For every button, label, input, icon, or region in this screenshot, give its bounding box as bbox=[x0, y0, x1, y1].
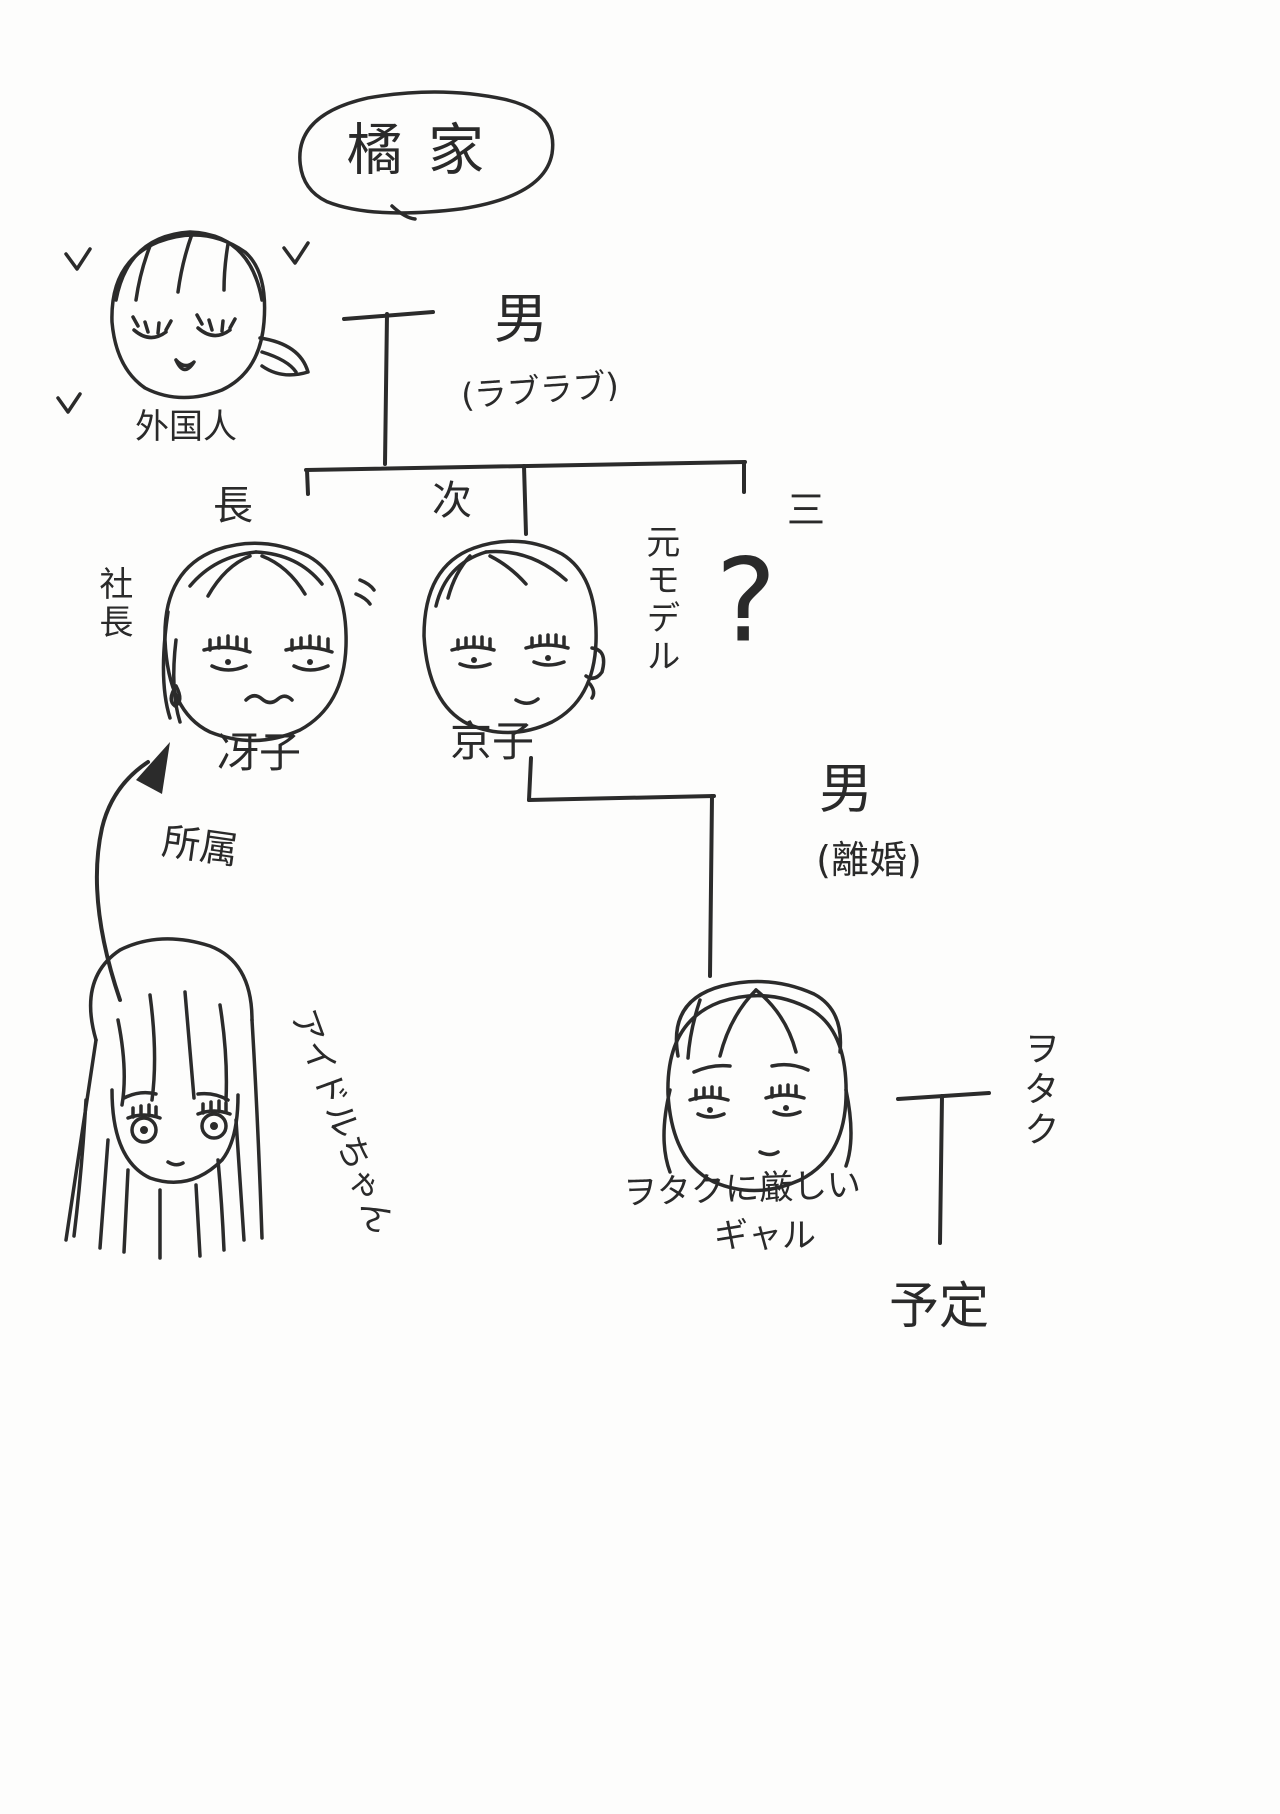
fiance-label: ヲタク bbox=[1017, 1029, 1059, 1151]
affiliation-arrow bbox=[94, 742, 170, 1002]
family-name-title: 橘家 bbox=[346, 118, 510, 184]
eldest-role-label: 社長 bbox=[92, 565, 133, 643]
second-marker: 次 bbox=[432, 478, 472, 524]
third-unknown-mark: ? bbox=[715, 534, 777, 669]
granddaughter-desc-line1: ヲタクに厳しい bbox=[622, 1165, 862, 1214]
gal-face bbox=[662, 979, 853, 1193]
grandfather-label: 男 bbox=[494, 287, 548, 351]
saeko-face bbox=[161, 541, 376, 743]
second-name: 京子 bbox=[449, 716, 535, 766]
third-marker: 三 bbox=[786, 488, 826, 533]
idol-face bbox=[64, 937, 264, 1260]
grandmother-label: 外国人 bbox=[135, 407, 237, 448]
tree-connectors bbox=[304, 310, 991, 1245]
grandmother-face bbox=[56, 230, 310, 414]
kyoko-face bbox=[422, 539, 606, 735]
granddaughter-desc-line2: ギャル bbox=[714, 1216, 816, 1257]
planned-label: 予定 bbox=[889, 1276, 989, 1335]
second-husband-label: 男 bbox=[819, 757, 873, 821]
divorce-note: (離婚) bbox=[816, 838, 922, 883]
eldest-name: 冴子 bbox=[216, 727, 302, 777]
eldest-marker: 長 bbox=[213, 483, 253, 529]
title-oval bbox=[298, 90, 555, 221]
second-role-label: 元モデル bbox=[639, 523, 680, 677]
